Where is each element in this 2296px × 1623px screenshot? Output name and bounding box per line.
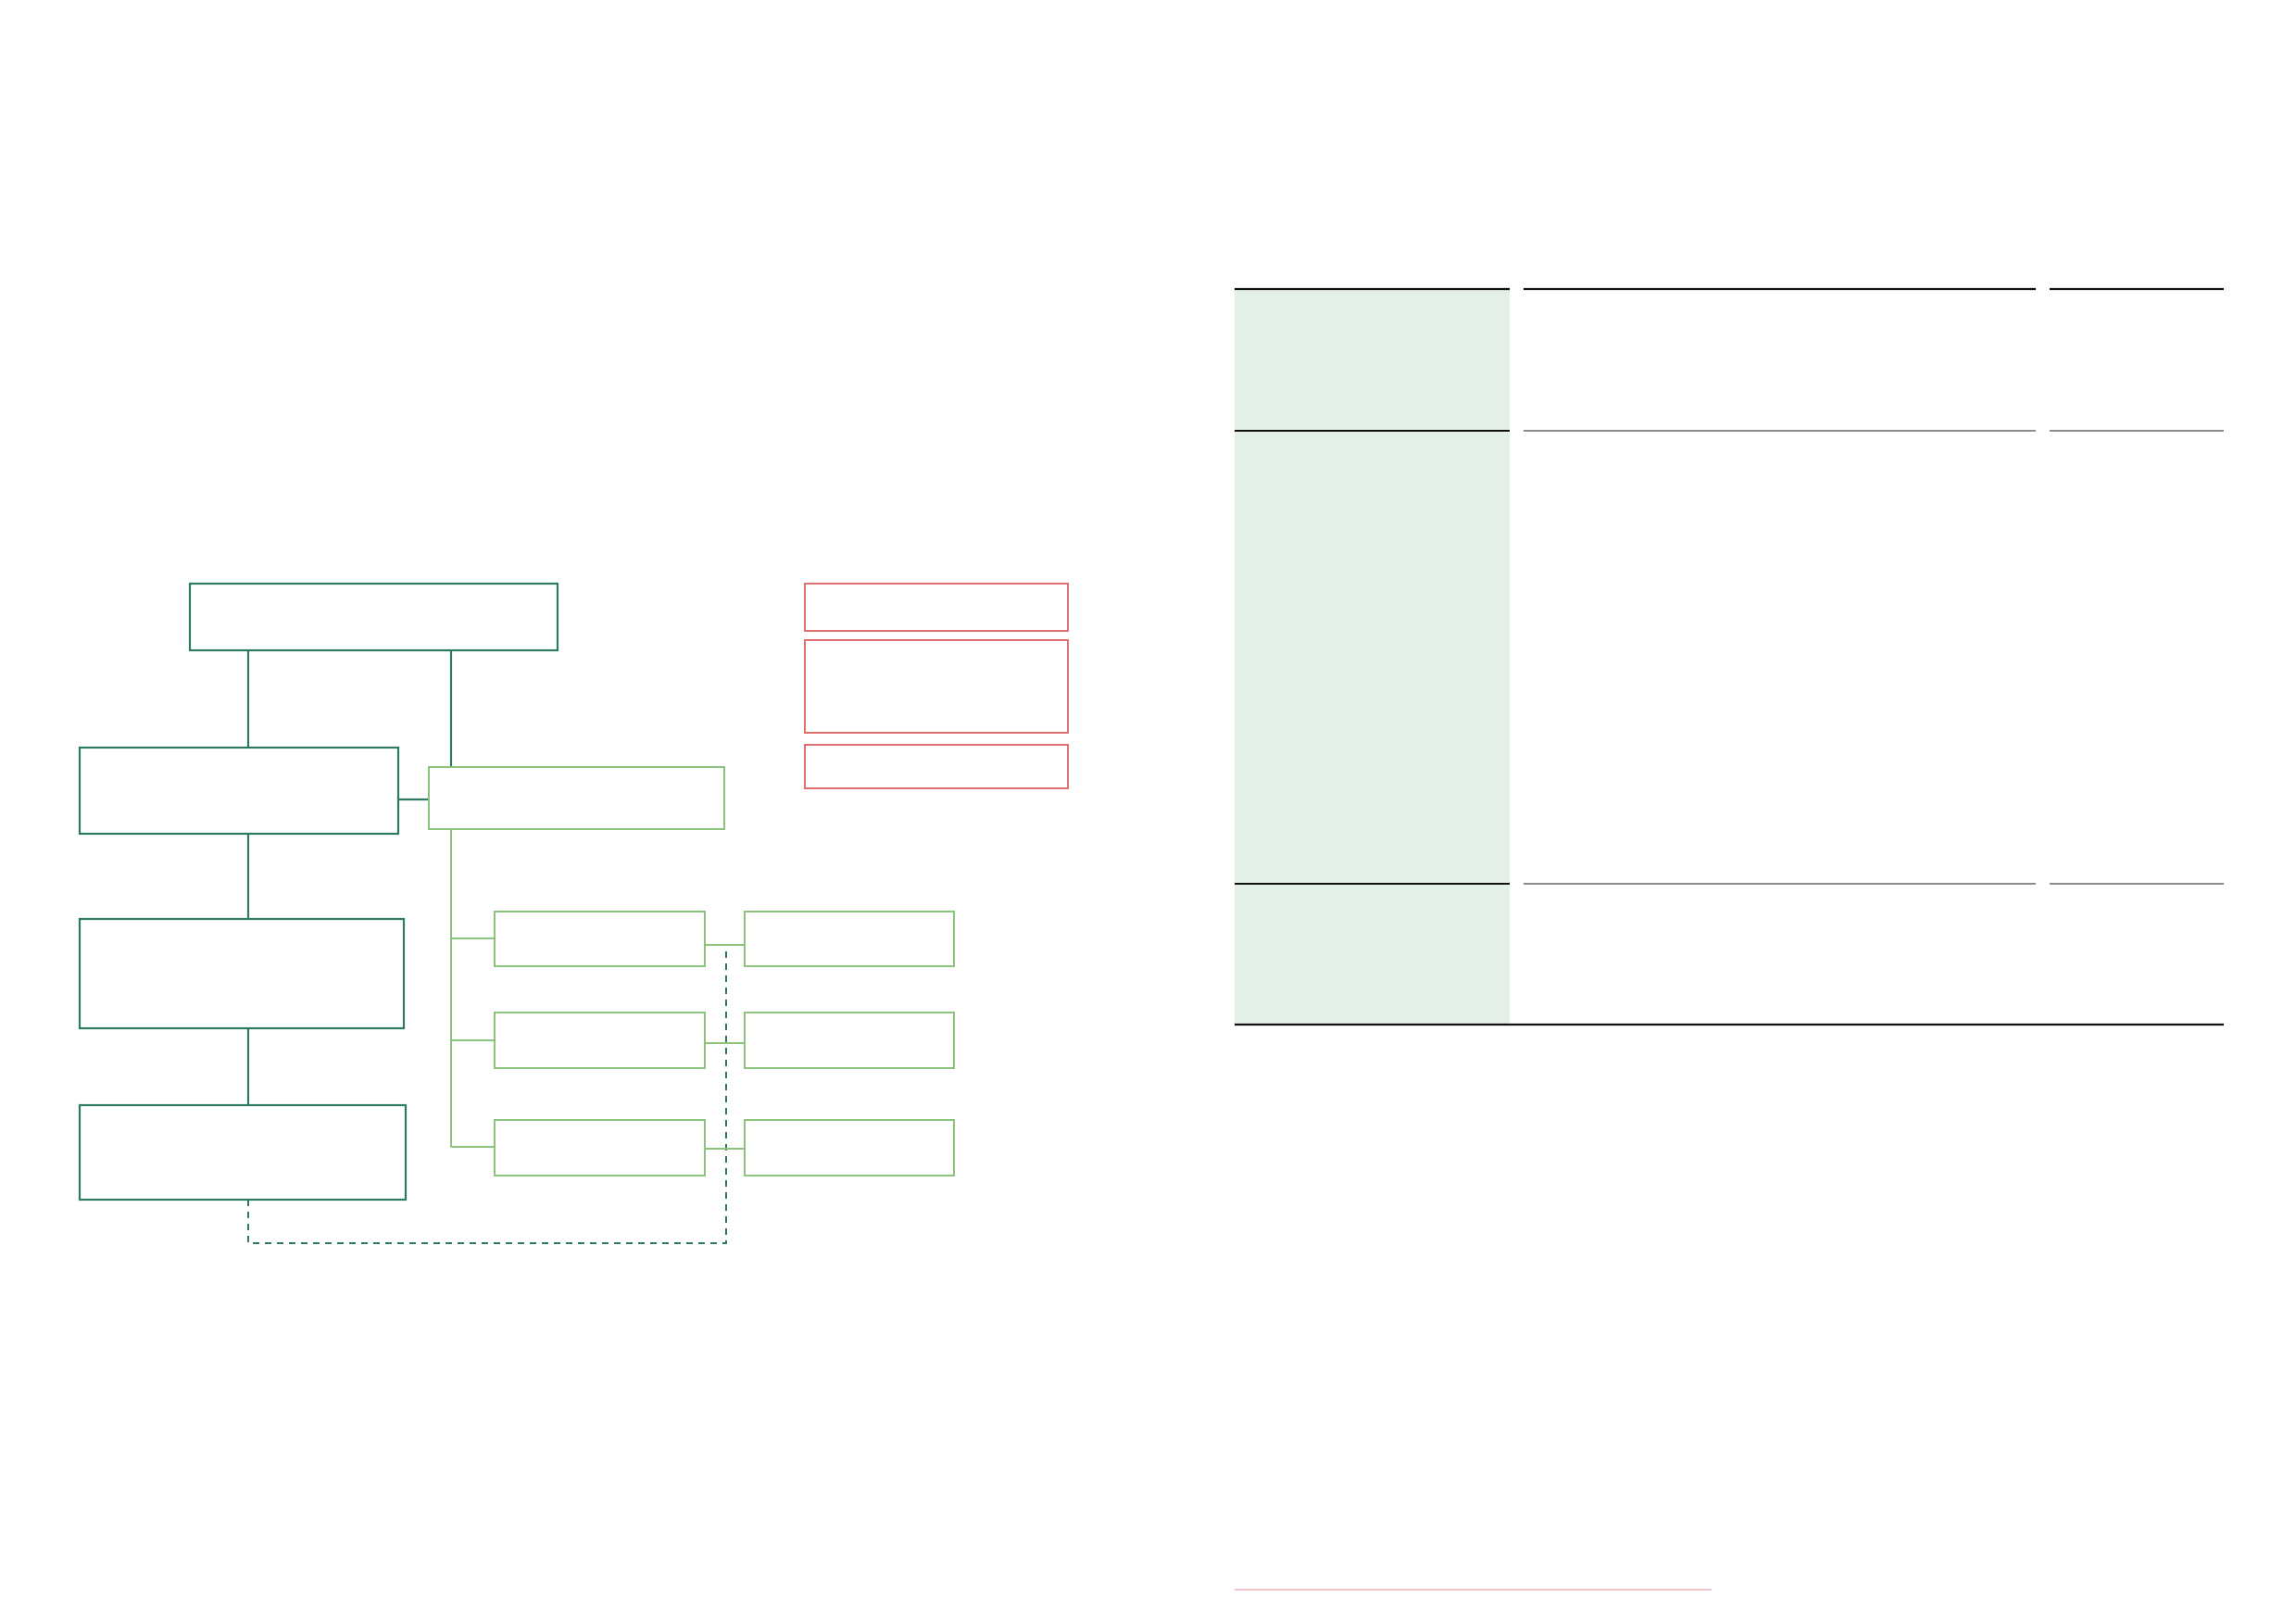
org-box-branch-c-left[interactable] (494, 1119, 706, 1176)
table-cell-shade-row-2 (1235, 432, 1510, 883)
org-box-level-3[interactable] (78, 1103, 408, 1202)
legend-boxes (804, 583, 1069, 789)
org-box-branch-a-left[interactable] (494, 911, 706, 967)
org-box-branch-c-right[interactable] (744, 1119, 955, 1176)
primary-boxes (78, 582, 559, 1202)
table-first-column (1235, 290, 1510, 1024)
org-box-branch-a-right[interactable] (744, 911, 955, 967)
summary-table (1235, 287, 2224, 1026)
legend-box-3[interactable] (804, 744, 1069, 789)
secondary-connectors (450, 829, 745, 1150)
table-cell-shade-row-3 (1235, 885, 1510, 1024)
org-box-top[interactable] (188, 582, 559, 652)
org-box-branch-b-left[interactable] (494, 1012, 706, 1069)
legend-box-2[interactable] (804, 639, 1069, 734)
table-cell-shade-row-1 (1235, 290, 1510, 430)
secondary-boxes (428, 766, 955, 1176)
org-box-branch-b-right[interactable] (744, 1012, 955, 1069)
org-diagram (78, 582, 1069, 1244)
org-box-level-1[interactable] (78, 746, 400, 836)
org-box-branch-head[interactable] (428, 766, 725, 830)
legend-box-1[interactable] (804, 583, 1069, 632)
org-box-level-2[interactable] (78, 917, 406, 1030)
primary-connectors (246, 650, 727, 1244)
dashed-connector (247, 945, 727, 1244)
